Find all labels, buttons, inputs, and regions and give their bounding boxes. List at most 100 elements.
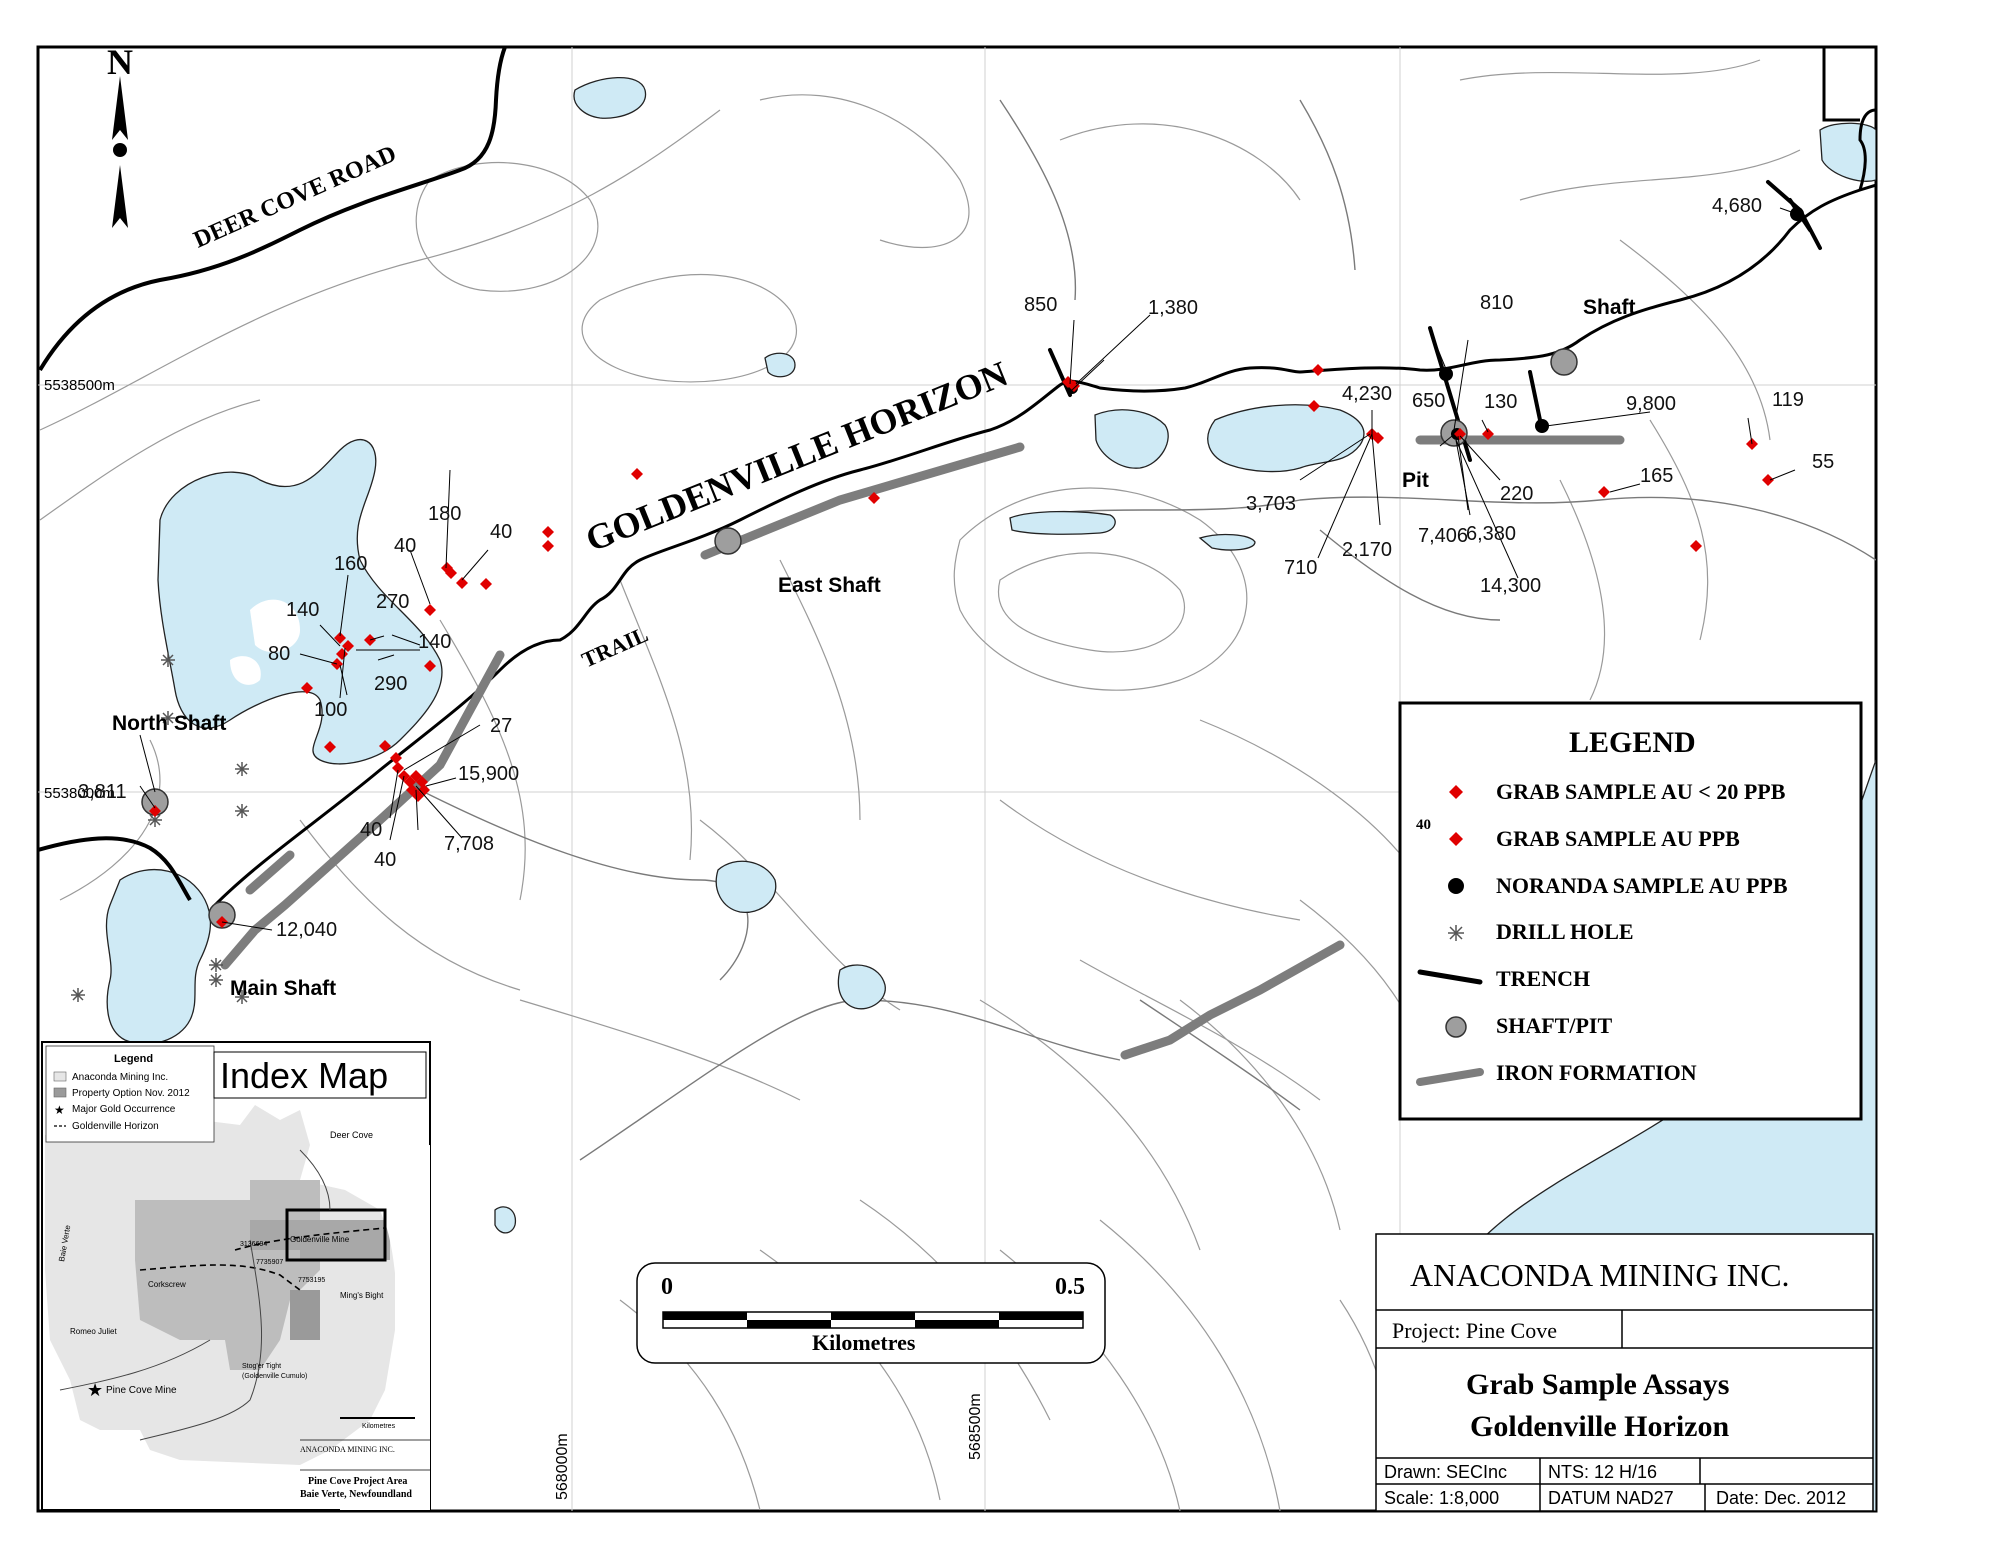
svg-text:119: 119	[1772, 389, 1804, 411]
legend-shaft-symbol	[1445, 1016, 1467, 1038]
main-shaft-label: Main Shaft	[230, 977, 336, 1000]
svg-text:14,300: 14,300	[1480, 575, 1541, 597]
drill-holes	[71, 653, 249, 1004]
trail-spur-2	[1822, 48, 1860, 122]
svg-text:180: 180	[428, 503, 461, 525]
index-footer-company: ANACONDA MINING INC.	[300, 1445, 395, 1454]
index-legend-option: Property Option Nov. 2012	[72, 1088, 190, 1099]
legend-grab-ppb-prefix: 40	[1416, 817, 1431, 833]
north-shaft-label: North Shaft	[112, 712, 226, 735]
company-name: ANACONDA MINING INC.	[1410, 1257, 1790, 1293]
legend: LEGEND GRAB SAMPLE AU < 20 PPB 40 GRAB S…	[1398, 701, 1863, 1121]
goldenville-trail	[213, 183, 1876, 907]
svg-text:3,703: 3,703	[1246, 493, 1296, 515]
shaft-label: Shaft	[1583, 296, 1636, 319]
legend-iron-symbol	[1416, 1068, 1484, 1086]
svg-text:7,406: 7,406	[1418, 525, 1468, 547]
leader-lines	[139, 207, 1798, 931]
svg-text:55: 55	[1812, 451, 1834, 473]
index-place-corkscrew: Corkscrew	[148, 1280, 186, 1289]
svg-text:165: 165	[1640, 465, 1673, 487]
map-scale: Scale: 1:8,000	[1384, 1488, 1499, 1508]
svg-text:40: 40	[490, 521, 512, 543]
index-claim-2: 7735907	[256, 1259, 283, 1266]
north-arrow: N	[107, 42, 133, 228]
legend-drill-hole-label: DRILL HOLE	[1496, 919, 1634, 944]
scale-end-label: 0.5	[1055, 1274, 1085, 1300]
legend-noranda-symbol	[1448, 878, 1464, 894]
map-date: Date: Dec. 2012	[1716, 1488, 1846, 1508]
svg-text:40: 40	[394, 535, 416, 557]
legend-trench-label: TRENCH	[1496, 966, 1590, 991]
index-legend-title: Legend	[114, 1053, 153, 1065]
index-place-deer-cove: Deer Cove	[330, 1130, 373, 1140]
index-place-pine-cove: Pine Cove Mine	[106, 1385, 177, 1396]
index-legend-anaconda: Anaconda Mining Inc.	[72, 1072, 168, 1083]
legend-noranda-label: NORANDA SAMPLE AU PPB	[1496, 873, 1788, 898]
road-southwest	[38, 836, 192, 902]
north-arrow-letter: N	[107, 42, 133, 82]
iron-formations	[220, 435, 1625, 1060]
index-footer-location: Baie Verte, Newfoundland	[300, 1489, 412, 1500]
index-place-stog2: (Goldenville Cumulo)	[242, 1373, 307, 1380]
svg-text:130: 130	[1484, 391, 1517, 413]
svg-text:40: 40	[374, 849, 396, 871]
title-block: ANACONDA MINING INC. Project: Pine Cove …	[1375, 1233, 1874, 1512]
map-datum: DATUM NAD27	[1548, 1488, 1674, 1508]
svg-text:6,380: 6,380	[1466, 523, 1516, 545]
legend-title: LEGEND	[1569, 726, 1696, 759]
svg-text:810: 810	[1480, 292, 1513, 314]
legend-grab-low-label: GRAB SAMPLE AU < 20 PPB	[1496, 779, 1786, 804]
svg-text:9,800: 9,800	[1626, 393, 1676, 415]
svg-text:140: 140	[286, 599, 319, 621]
svg-text:15,900: 15,900	[458, 763, 519, 785]
shafts	[141, 348, 1578, 929]
sample-value-labels: 4,680 850 1,380 810 4,230 650 130 9,800 …	[78, 195, 1834, 941]
svg-text:220: 220	[1500, 483, 1533, 505]
east-shaft-label: East Shaft	[778, 574, 881, 597]
grid-label-northing-1: 5538500m	[44, 377, 115, 394]
svg-text:290: 290	[374, 673, 407, 695]
svg-text:27: 27	[490, 715, 512, 737]
svg-text:710: 710	[1284, 557, 1317, 579]
index-place-mings: Ming's Bight	[340, 1291, 384, 1300]
index-legend-horizon: Goldenville Horizon	[72, 1121, 159, 1132]
project-name: Project: Pine Cove	[1392, 1318, 1557, 1343]
svg-text:100: 100	[314, 699, 347, 721]
legend-iron-label: IRON FORMATION	[1496, 1060, 1697, 1085]
index-legend-gold: Major Gold Occurrence	[72, 1104, 176, 1115]
legend-shaft-label: SHAFT/PIT	[1496, 1013, 1612, 1038]
svg-text:650: 650	[1412, 390, 1445, 412]
pine-cove-star-icon: ★	[87, 1380, 103, 1400]
svg-text:3,811: 3,811	[78, 781, 127, 803]
star-icon: ★	[54, 1103, 65, 1117]
nts-sheet: NTS: 12 H/16	[1548, 1462, 1657, 1482]
legend-trench-symbol	[1417, 969, 1483, 985]
grid-label-easting-1: 568000m	[554, 1433, 571, 1500]
svg-text:270: 270	[376, 591, 409, 613]
index-scale-unit: Kilometres	[362, 1423, 396, 1430]
svg-text:160: 160	[334, 553, 367, 575]
map-title-line2: Goldenville Horizon	[1470, 1410, 1729, 1443]
svg-text:12,040: 12,040	[276, 919, 337, 941]
scale-bar: 0 0.5 Kilometres	[636, 1262, 1106, 1364]
map-title-line1: Grab Sample Assays	[1466, 1368, 1729, 1401]
index-place-romeo: Romeo Juliet	[70, 1327, 117, 1336]
drawn-by: Drawn: SECInc	[1384, 1462, 1507, 1482]
legend-drill-hole-symbol	[1448, 925, 1464, 941]
svg-text:40: 40	[360, 819, 382, 841]
index-place-stog: Stog'er Tight	[242, 1363, 281, 1370]
index-map: Legend Anaconda Mining Inc. Property Opt…	[41, 1041, 431, 1511]
svg-text:4,680: 4,680	[1712, 195, 1762, 217]
svg-text:1,380: 1,380	[1148, 297, 1198, 319]
grid-label-easting-2: 568500m	[967, 1393, 984, 1460]
index-footer-project: Pine Cove Project Area	[308, 1476, 407, 1487]
deer-cove-road	[38, 47, 507, 372]
scale-unit-label: Kilometres	[812, 1330, 916, 1355]
legend-grab-ppb-label: GRAB SAMPLE AU PPB	[1496, 826, 1740, 851]
scale-start-label: 0	[661, 1274, 673, 1300]
index-claim-3: 7753195	[298, 1277, 325, 1284]
index-place-goldenville: Goldenville Mine	[290, 1235, 350, 1244]
index-map-title: Index Map	[220, 1055, 388, 1096]
